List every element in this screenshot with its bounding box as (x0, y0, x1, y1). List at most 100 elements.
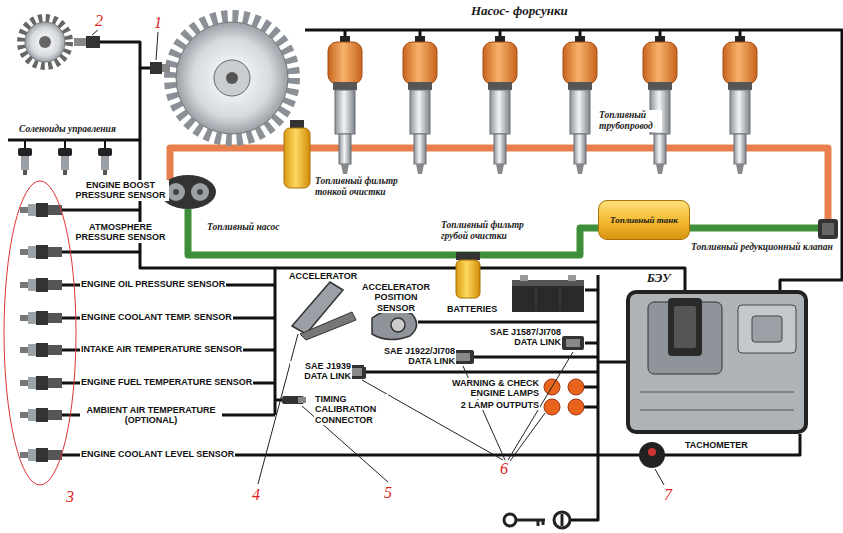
small-gear (25, 22, 65, 62)
fuel-pump (173, 189, 179, 195)
small-gear (21, 18, 69, 66)
accelerator-pedal (292, 282, 356, 340)
position-sensor (372, 310, 417, 339)
ecu-housing (648, 302, 722, 374)
wiring (305, 30, 842, 294)
fuel-filter (456, 260, 480, 298)
wiring (274, 268, 277, 415)
sensor (20, 343, 62, 357)
small-gear (39, 36, 51, 48)
part-label: ACCELERATOR POSITION SENSOR (360, 282, 432, 313)
solenoid (98, 140, 112, 175)
injector (563, 36, 597, 174)
speed-sensor (74, 38, 86, 46)
lamp (568, 399, 584, 415)
pressure-valve (818, 219, 838, 239)
signal-label: SAE J1587/JI708 DATA LINK (470, 327, 562, 348)
sensor (20, 203, 62, 217)
part-label: Топливный фильтр тонкой очистки (314, 176, 416, 198)
ignition-key (561, 514, 564, 526)
injector (723, 36, 757, 174)
part-label: ACCELERATOR (288, 271, 358, 281)
callout-number: 5 (382, 484, 394, 502)
connector (562, 336, 584, 350)
tachometer (639, 442, 665, 468)
part-label: Топливный редукционный клапан (690, 242, 834, 253)
callout-number: 6 (498, 460, 510, 478)
callout-number: 3 (64, 488, 76, 506)
sensor-label: AMBIENT AIR TEMPERATURE (OPTIONAL) (80, 405, 222, 426)
sensor (20, 408, 62, 422)
ecu-unit-text: БЭУ (645, 271, 673, 286)
injector (643, 36, 677, 174)
pressure-valve (822, 223, 834, 235)
ignition-key (554, 512, 570, 528)
part-label: Насос- форсунки (470, 4, 569, 19)
fuel-pump (191, 183, 209, 201)
pressure-valve (818, 219, 838, 239)
ignition-key (504, 514, 516, 526)
gear (170, 16, 294, 140)
sensor-label: ATMOSPHERE PRESSURE SENSOR (72, 222, 169, 243)
fuel-filter (456, 252, 480, 260)
leader-line (655, 469, 664, 485)
speed-sensor (162, 64, 170, 72)
wiring (345, 30, 740, 36)
fuel-tank: Топливный танк (598, 200, 690, 240)
solenoid (18, 140, 112, 175)
injector (403, 36, 437, 174)
sensor-label: ENGINE COOLANT TEMP. SENSOR (80, 312, 233, 322)
part-label: Соленоиды управления (18, 124, 117, 135)
sensor (20, 278, 62, 292)
injector (328, 36, 362, 174)
ecu-housing (640, 392, 794, 410)
ecu-unit: БЭУ (625, 268, 810, 435)
battery (512, 275, 584, 312)
fuel-filter (284, 120, 480, 298)
injector (328, 36, 757, 174)
fuel-filter (284, 128, 310, 188)
wiring (62, 285, 275, 415)
part-label: TIMING CALIBRATION CONNECTOR (314, 394, 388, 425)
callout-number: 2 (93, 12, 105, 30)
lamp (544, 379, 584, 415)
wiring (8, 139, 140, 142)
signal-label: SAE J1922/JI708 DATA LINK (364, 346, 456, 367)
fuel-pump (167, 183, 185, 201)
speed-sensor (86, 36, 100, 48)
sensor-label: INTAKE AIR TEMPERATURE SENSOR (80, 344, 243, 354)
ignition-key (516, 520, 545, 526)
sensor-group-outline (4, 181, 76, 485)
leader-line (258, 334, 298, 484)
connector (566, 339, 580, 347)
part-label: TACHOMETER (684, 440, 749, 450)
lamp (568, 379, 584, 395)
sensor-label: ENGINE FUEL TEMPERATURE SENSOR (80, 377, 253, 387)
ignition-key (504, 512, 570, 528)
gear (226, 72, 238, 84)
solenoid (58, 140, 72, 175)
sensor (20, 245, 62, 259)
fuel-tank-text: Топливный танк (610, 215, 678, 225)
signal-label: WARNING & CHECK ENGINE LAMPS (443, 378, 540, 399)
battery (536, 288, 560, 310)
sensor-label: ENGINE COOLANT LEVEL SENSOR (80, 449, 235, 459)
tachometer (639, 442, 665, 468)
fuel-supply-line (688, 225, 818, 232)
position-sensor (391, 318, 405, 332)
lamp (544, 399, 560, 415)
part-label: Топливный трубопровод (598, 110, 662, 132)
part-label: Топливный фильтр грубой очистки (440, 220, 542, 242)
sensor (20, 376, 62, 390)
position-sensor (372, 310, 417, 339)
ecu-housing (628, 292, 806, 432)
ecu-housing (752, 316, 782, 342)
connector (456, 353, 470, 361)
ecu-housing (674, 306, 696, 348)
sensor-group-outline (4, 181, 76, 485)
sensor-label: ENGINE OIL PRESSURE SENSOR (80, 279, 226, 289)
speed-sensor (150, 62, 162, 74)
part-label: Топливный насос (206, 222, 280, 233)
gear (214, 60, 250, 96)
